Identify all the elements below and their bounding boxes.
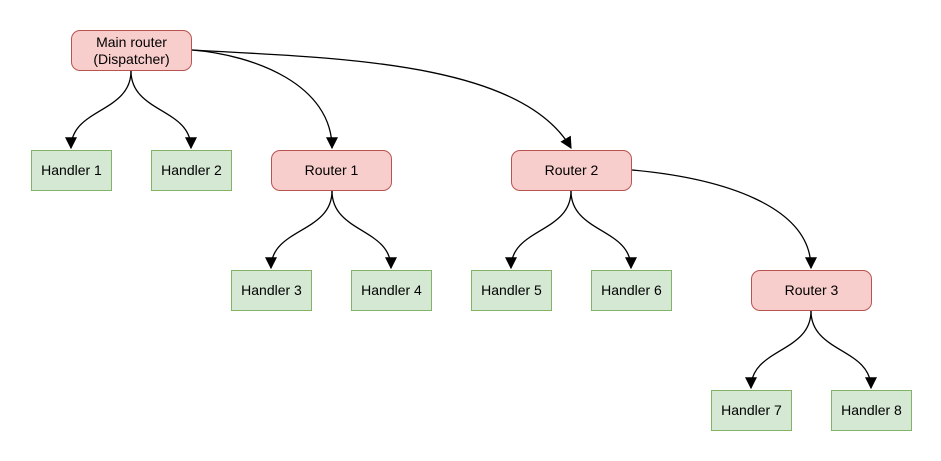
node-label: Handler 2 xyxy=(161,162,222,179)
node-router-2: Router 2 xyxy=(511,150,632,191)
edge-main-router-to-router-1 xyxy=(191,49,338,150)
edge-router-1-to-handler-4 xyxy=(331,190,397,270)
node-main-router: Main router (Dispatcher) xyxy=(71,30,192,71)
edge-main-router-to-handler-1 xyxy=(65,70,132,150)
edge-router-3-to-handler-7 xyxy=(745,310,812,390)
node-handler-2: Handler 2 xyxy=(151,150,232,191)
node-label: Handler 5 xyxy=(481,282,542,299)
node-handler-3: Handler 3 xyxy=(231,270,312,311)
node-label: Router 1 xyxy=(304,162,359,179)
node-router-3: Router 3 xyxy=(751,270,872,311)
node-handler-8: Handler 8 xyxy=(831,390,912,431)
edge-router-2-to-router-3 xyxy=(631,169,817,270)
node-handler-5: Handler 5 xyxy=(471,270,552,311)
node-handler-4: Handler 4 xyxy=(351,270,432,311)
node-handler-7: Handler 7 xyxy=(711,390,792,431)
node-handler-1: Handler 1 xyxy=(31,150,112,191)
edge-main-router-to-handler-2 xyxy=(130,70,197,150)
edge-main-router-to-router-2 xyxy=(191,49,572,150)
node-label: Handler 4 xyxy=(361,282,422,299)
node-label: Handler 8 xyxy=(841,402,902,419)
edge-router-2-to-handler-5 xyxy=(505,190,572,270)
node-label: Handler 6 xyxy=(601,282,662,299)
edge-router-3-to-handler-8 xyxy=(810,310,877,390)
node-label: Handler 1 xyxy=(41,162,102,179)
node-label: Router 3 xyxy=(784,282,839,299)
edge-router-1-to-handler-3 xyxy=(265,190,333,270)
edge-router-2-to-handler-6 xyxy=(570,190,637,270)
node-label: Handler 3 xyxy=(241,282,302,299)
node-label: Router 2 xyxy=(544,162,599,179)
node-label: Handler 7 xyxy=(721,402,782,419)
node-label: Main router (Dispatcher) xyxy=(93,33,170,67)
node-router-1: Router 1 xyxy=(271,150,392,191)
node-handler-6: Handler 6 xyxy=(591,270,672,311)
